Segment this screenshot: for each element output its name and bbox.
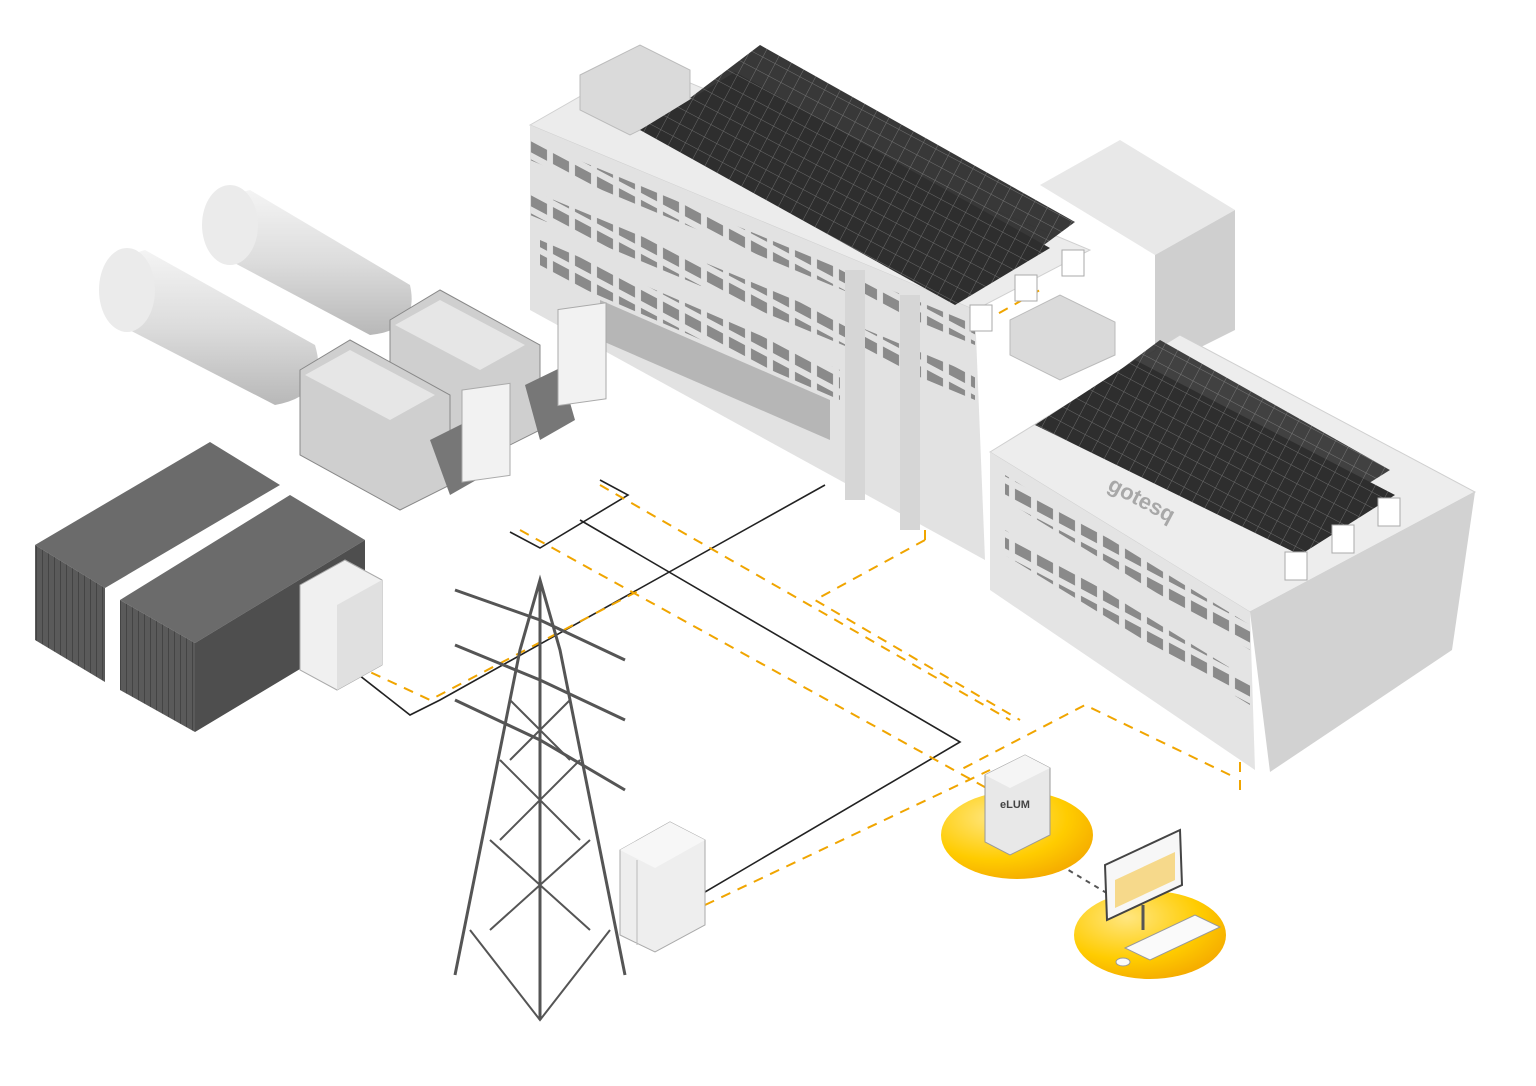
roof-hut-2 (1009, 294, 1116, 381)
inverter-icons-right (1284, 497, 1401, 581)
data-line-right-wing2 (959, 703, 1231, 776)
generator-1 (299, 339, 511, 511)
solar-array-2 (690, 45, 1075, 270)
generator-2-cabinet (557, 302, 607, 407)
power-line-grid (579, 519, 962, 893)
right-wing-building: gotesq (989, 294, 1477, 772)
transmission-tower-icon (453, 574, 627, 1022)
battery-container-2 (120, 495, 383, 732)
gas-tank-1 (99, 248, 319, 405)
main-building (528, 44, 1092, 560)
keyboard-icon (1123, 914, 1222, 961)
grid-cabinet (619, 821, 706, 953)
battery-container-1 (35, 442, 280, 682)
building-rear-block (1040, 140, 1235, 370)
inverter-icons (969, 249, 1085, 332)
controller-icon: eLUM (984, 754, 1051, 856)
data-line-gen1 (519, 529, 991, 791)
data-line-monitor (1059, 864, 1111, 896)
solar-array-4 (1080, 340, 1390, 520)
solar-array-1 (640, 72, 1050, 305)
monitor-icon (1103, 828, 1222, 967)
data-line-battery (354, 589, 641, 702)
right-wing-side (1250, 492, 1475, 772)
data-line-building-left (812, 539, 1021, 721)
generator-1-cabinet (461, 382, 511, 483)
gas-tank-2 (202, 185, 412, 335)
mouse-icon (1115, 957, 1131, 967)
svg-text:eLUM: eLUM (1000, 799, 1030, 811)
data-line-gen2 (599, 484, 1011, 721)
